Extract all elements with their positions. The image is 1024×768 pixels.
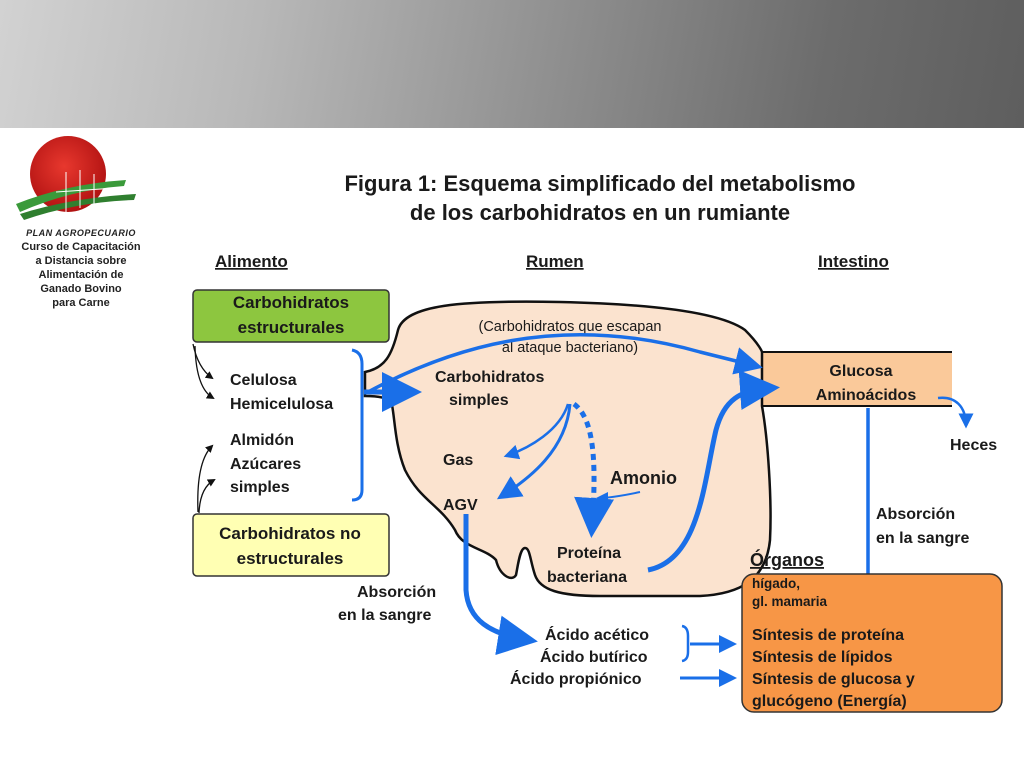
box-carbohidratos-estructurales <box>192 289 390 343</box>
feed-almidon: Almidón <box>230 432 294 449</box>
absorcion-right-line-1: Absorción <box>876 506 955 523</box>
feed-azucares: Azúcares <box>230 456 301 473</box>
absorcion-right-line-2: en la sangre <box>876 530 969 547</box>
logo-line: para Carne <box>52 297 110 309</box>
escape-note-line-1: (Carbohidratos que escapan <box>479 319 662 335</box>
feed-bracket <box>351 348 364 502</box>
arrow-to-heces <box>937 396 974 429</box>
intestine-tube <box>760 352 952 406</box>
arrow-to-hemicelulosa <box>194 345 215 400</box>
intestine-glucosa: Glucosa <box>829 363 892 380</box>
estructurales-line-1: Carbohidratos <box>233 293 349 312</box>
absorcion-left-line-1: Absorción <box>357 584 436 601</box>
rumen-gas: Gas <box>443 452 473 469</box>
rumen-simples-line-2: simples <box>449 392 509 409</box>
organs-sub-1: hígado, <box>752 576 800 591</box>
rumen-amonio: Amonio <box>610 468 677 488</box>
box-carbohidratos-no-estructurales <box>192 513 390 577</box>
organs-box <box>741 573 1003 713</box>
acid-acetico: Ácido acético <box>545 625 649 644</box>
acid-propionico: Ácido propiónico <box>510 669 642 688</box>
organ-glucogeno: glucógeno (Energía) <box>752 693 907 710</box>
arrow-simples-to-gas <box>503 403 570 460</box>
organ-sintesis-glucosa: Síntesis de glucosa y <box>752 671 915 688</box>
feed-hemicelulosa: Hemicelulosa <box>230 396 333 413</box>
arrow-to-almidon <box>197 444 214 513</box>
title-line-1: Figura 1: Esquema simplificado del metab… <box>344 171 855 196</box>
acids-bracket <box>681 624 690 663</box>
logo-subtitle: Curso de Capacitación a Distancia sobre … <box>6 240 156 310</box>
heces-label: Heces <box>950 437 997 454</box>
header-alimento: Alimento <box>215 252 288 271</box>
rumen-proteina-line-1: Proteína <box>557 545 621 562</box>
organ-sintesis-proteina: Síntesis de proteína <box>752 627 904 644</box>
arrow-agv-to-acids <box>463 514 538 656</box>
feed-simples: simples <box>230 479 290 496</box>
arrow-proteina-to-intestine <box>647 370 780 573</box>
logo-brand: PLAN AGROPECUARIO <box>26 228 136 238</box>
logo-emblem-icon <box>16 136 136 220</box>
escape-note-line-2: al ataque bacteriano) <box>502 340 638 356</box>
arrow-simples-to-agv <box>496 403 572 500</box>
rumen-proteina-line-2: bacteriana <box>547 569 627 586</box>
logo-line: Curso de Capacitación <box>21 241 141 253</box>
header-intestino: Intestino <box>818 252 889 271</box>
arrow-to-azucares <box>198 479 216 514</box>
intestine-aminoacidos: Aminoácidos <box>816 387 917 404</box>
no-estructurales-line-1: Carbohidratos no <box>219 524 361 543</box>
arrow-to-celulosa <box>192 343 214 380</box>
absorcion-left-line-2: en la sangre <box>338 607 431 624</box>
header-rumen: Rumen <box>526 252 584 271</box>
acid-butirico: Ácido butírico <box>540 647 648 666</box>
estructurales-line-2: estructurales <box>238 318 345 337</box>
logo-line: Ganado Bovino <box>40 283 122 295</box>
feed-celulosa: Celulosa <box>230 372 297 389</box>
no-estructurales-line-2: estructurales <box>237 549 344 568</box>
rumen-agv: AGV <box>443 497 478 514</box>
logo-line: Alimentación de <box>38 269 124 281</box>
top-banner <box>0 0 1024 128</box>
arrow-amonio-to-proteina <box>596 491 641 504</box>
header-organos: Órganos <box>750 549 824 570</box>
plan-agropecuario-logo: PLAN AGROPECUARIO Curso de Capacitación … <box>6 132 156 322</box>
organs-sub-2: gl. mamaria <box>752 594 828 609</box>
title-line-2: de los carbohidratos en un rumiante <box>410 200 790 225</box>
organ-sintesis-lipidos: Síntesis de lípidos <box>752 649 893 666</box>
logo-line: a Distancia sobre <box>35 255 127 267</box>
rumen-simples-line-1: Carbohidratos <box>435 369 544 386</box>
arrow-simples-to-proteina <box>572 401 615 538</box>
